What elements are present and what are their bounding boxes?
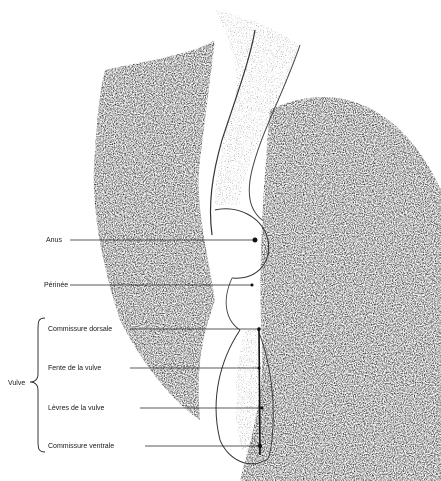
left-haunch-shading bbox=[94, 40, 215, 420]
marker-commissure-ventrale bbox=[258, 444, 262, 448]
label-perinee: Périnée bbox=[44, 282, 68, 289]
marker-levres-vulve bbox=[261, 407, 264, 410]
label-commissure-ventrale: Commissure ventrale bbox=[48, 443, 114, 450]
marker-commissure-dorsale bbox=[257, 327, 261, 331]
vulve-brace bbox=[30, 318, 45, 452]
label-levres-vulve: Lèvres de la vulve bbox=[48, 405, 105, 412]
marker-perinee bbox=[251, 284, 254, 287]
label-commissure-dorsale: Commissure dorsale bbox=[48, 326, 112, 333]
label-vulve: Vulve bbox=[8, 380, 25, 387]
label-fente-vulve: Fente de la vulve bbox=[48, 365, 101, 372]
marker-anus bbox=[253, 238, 258, 243]
vulva-cleft bbox=[259, 330, 260, 455]
right-thigh-shading bbox=[240, 97, 441, 481]
perineum-outline bbox=[226, 278, 240, 330]
marker-fente-vulve bbox=[258, 367, 261, 370]
label-anus: Anus bbox=[46, 237, 62, 244]
